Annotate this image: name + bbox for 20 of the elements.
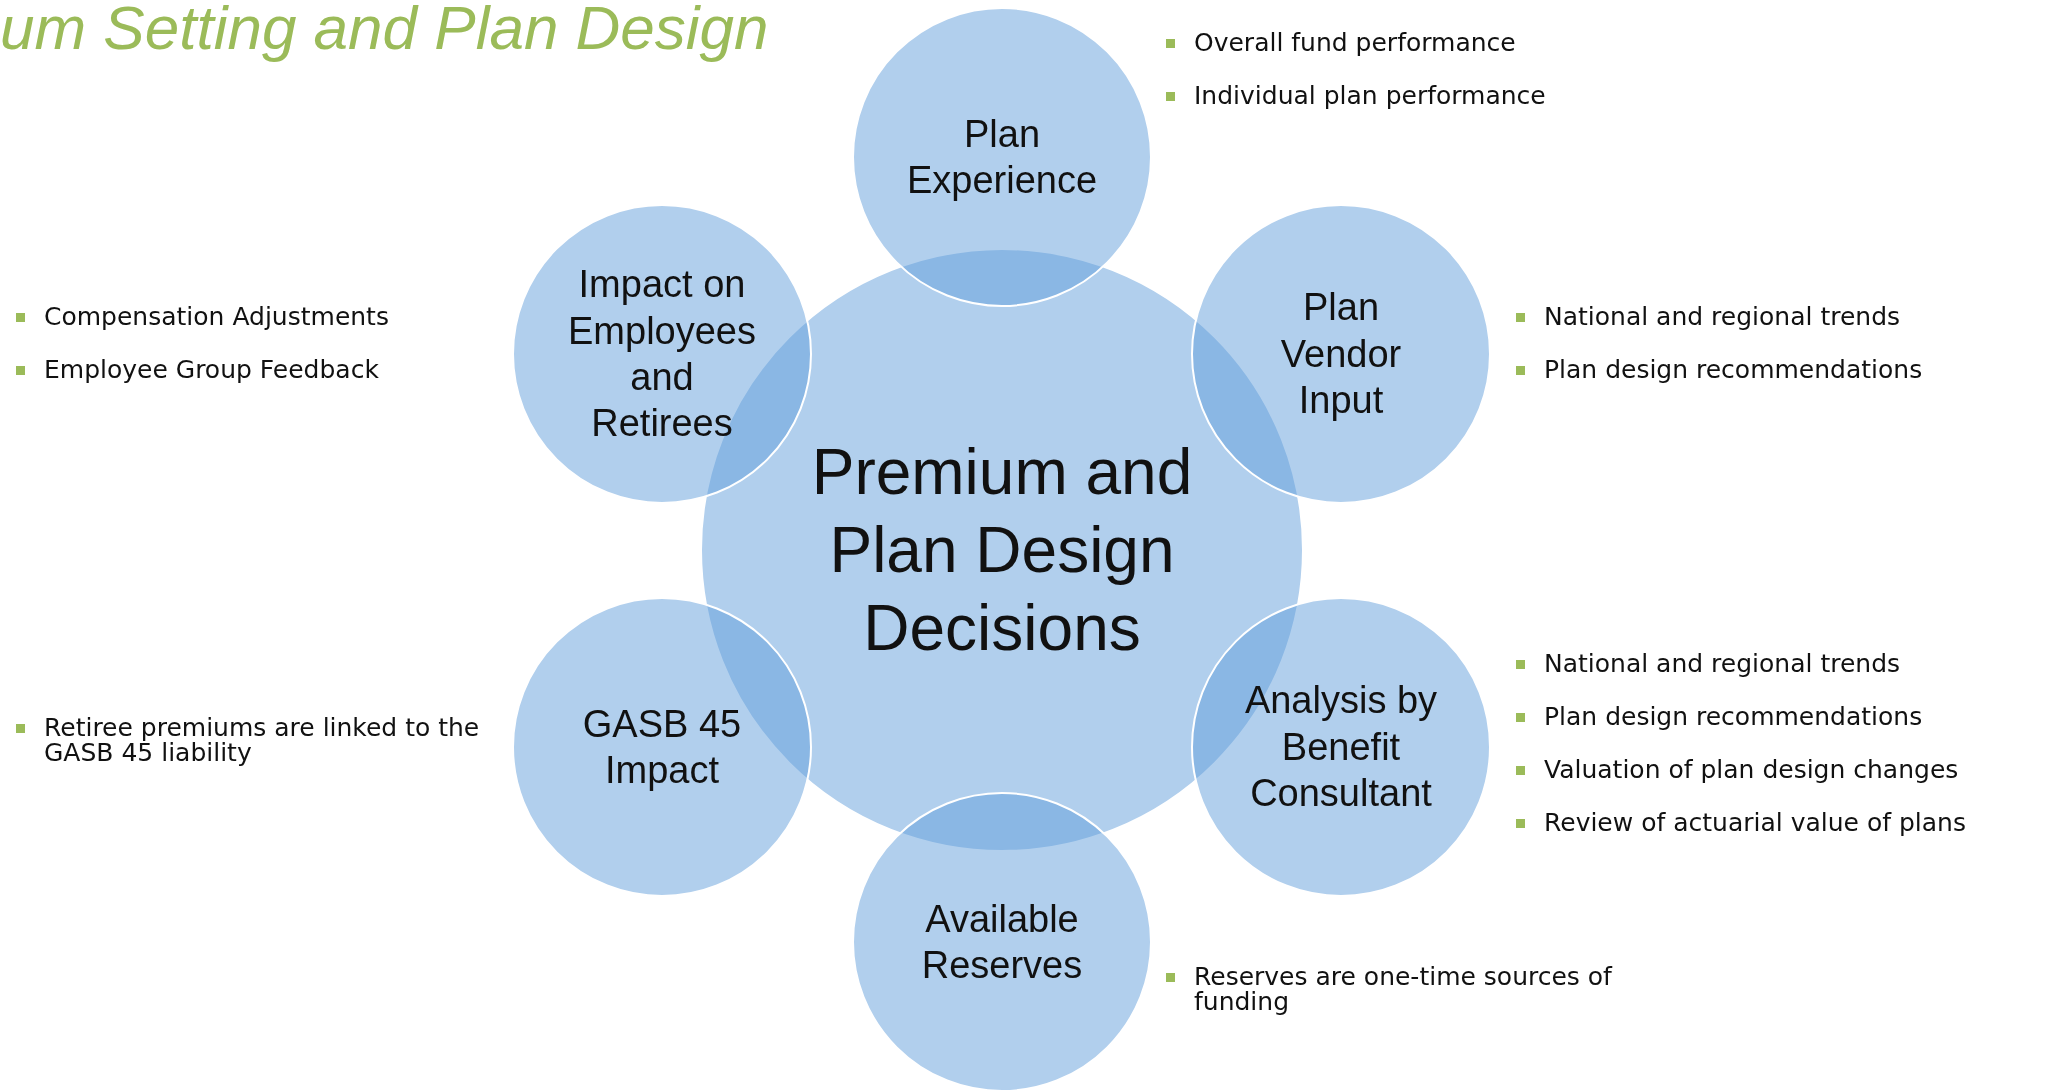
slide-title: um Setting and Plan Design <box>0 0 769 63</box>
bullet-text: National and regional trends <box>1544 649 1901 678</box>
circle-label: Impact on Employees and Retirees <box>567 262 757 447</box>
bullet-text: Retiree premiums are linked to the GASB 45 liability <box>44 713 480 767</box>
bullet-text: Plan design recommendations <box>1544 702 1923 731</box>
bullet-text: Review of actuarial value of plans <box>1544 808 1966 837</box>
circle-label: Plan Vendor Input <box>1279 285 1403 424</box>
bullet-text: Reserves are one-time sources of funding <box>1194 962 1612 1016</box>
bullet-text: Employee Group Feedback <box>44 355 379 384</box>
bullet-text: Valuation of plan design changes <box>1544 755 1959 784</box>
circle-label: Plan Experience <box>905 111 1099 203</box>
bullet-text: National and regional trends <box>1544 302 1901 331</box>
circle-label: GASB 45 Impact <box>581 701 743 793</box>
bullet-text: Overall fund performance <box>1194 28 1516 57</box>
bullet-text: Individual plan performance <box>1194 81 1546 110</box>
bullet-text: Plan design recommendations <box>1544 355 1923 384</box>
bullet-text: Compensation Adjustments <box>44 302 389 331</box>
circle-label: Analysis by Benefit Consultant <box>1243 678 1439 817</box>
circle-label: Available Reserves <box>920 896 1084 988</box>
circle-label: Premium and Plan Design Decisions <box>810 434 1194 667</box>
